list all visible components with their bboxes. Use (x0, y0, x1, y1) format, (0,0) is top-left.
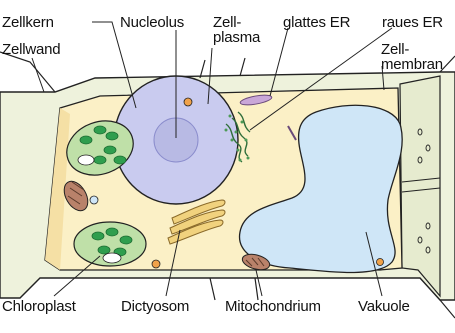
cell-wall-side (400, 76, 440, 296)
starch-grain-lower (103, 253, 121, 263)
starch-grain-upper (78, 155, 94, 165)
granule (184, 98, 192, 106)
label-mitochondrium: Mitochondrium (225, 299, 321, 314)
label-raues-er: raues ER (382, 15, 443, 30)
granule (377, 259, 384, 266)
label-zellmembran-line1: Zell- (381, 42, 409, 57)
vesicle (90, 196, 98, 204)
neighbour-cell-wall-top-left (0, 52, 55, 92)
label-glattes-er: glattes ER (283, 15, 350, 30)
label-nucleolus: Nucleolus (120, 15, 184, 30)
label-zellplasma-line1: Zell- (213, 15, 241, 30)
label-zellplasma-line2: plasma (213, 30, 260, 45)
label-dictyosom: Dictyosom (121, 299, 189, 314)
label-zellkern: Zellkern (2, 15, 54, 30)
label-zellwand: Zellwand (2, 42, 60, 57)
label-zellmembran-line2: membran (381, 57, 443, 72)
label-vakuole: Vakuole (358, 299, 410, 314)
granule (152, 260, 160, 268)
neighbour-cell-wall-bottom (210, 278, 258, 300)
label-chloroplast: Chloroplast (2, 299, 76, 314)
leader-zellwand (32, 58, 44, 92)
